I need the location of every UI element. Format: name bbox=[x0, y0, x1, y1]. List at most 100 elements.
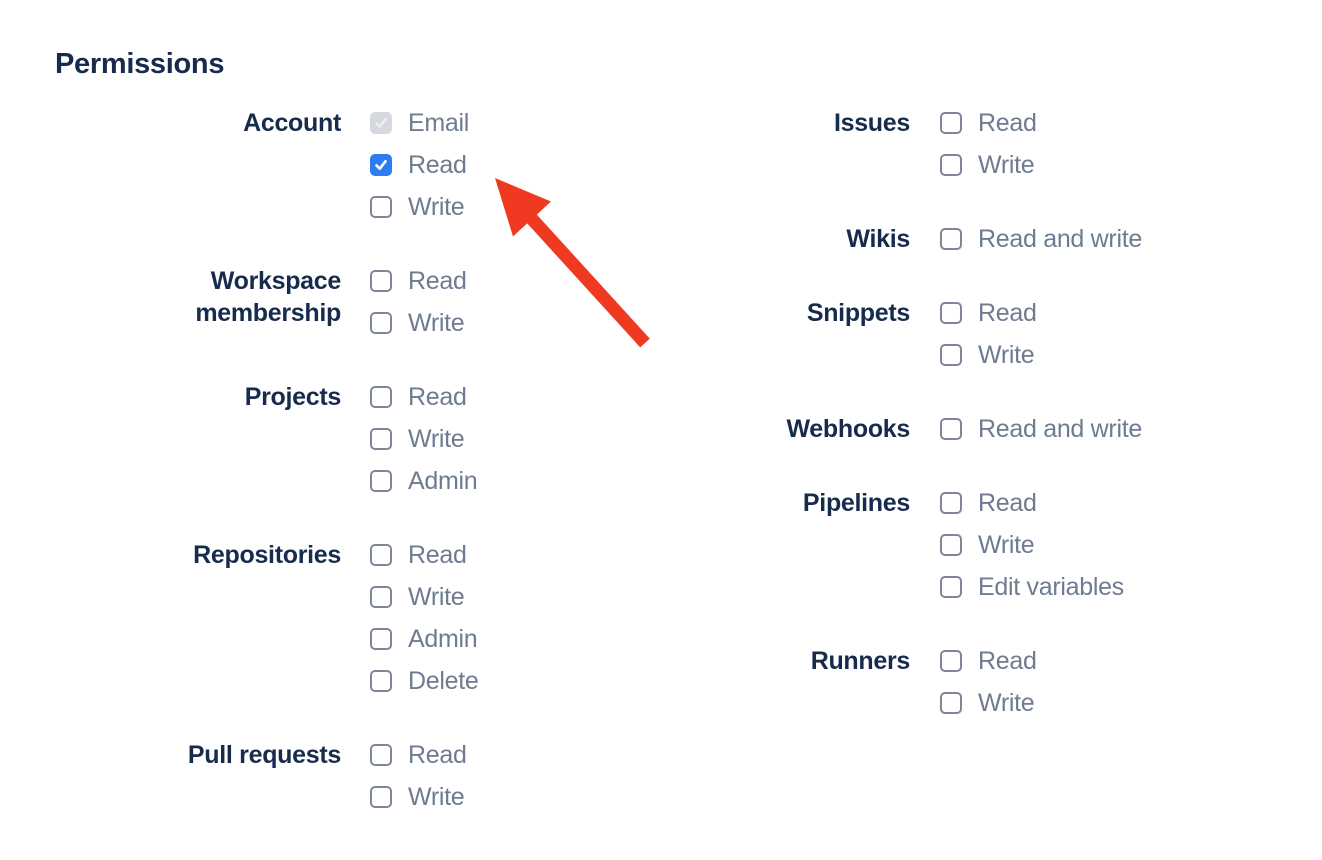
checkbox-label-admin: Admin bbox=[408, 467, 478, 495]
checkbox-issues-write[interactable] bbox=[940, 154, 962, 176]
permission-group-label-projects: Projects bbox=[244, 383, 342, 411]
checkbox-pull-requests-read[interactable] bbox=[370, 744, 392, 766]
permission-group-label-workspace-membership: Workspace membership bbox=[195, 267, 341, 327]
page-title: Permissions bbox=[55, 48, 225, 80]
permission-group-label-account: Account bbox=[243, 109, 341, 137]
checkbox-runners-read[interactable] bbox=[940, 650, 962, 672]
checkbox-label-write: Write bbox=[408, 583, 465, 611]
option-row-pull-requests-read[interactable]: Read bbox=[370, 741, 467, 769]
checkbox-label-read: Read bbox=[408, 151, 467, 179]
checkbox-label-write: Write bbox=[978, 341, 1035, 369]
checkbox-workspace-membership-read[interactable] bbox=[370, 270, 392, 292]
permission-group-wikis: Wikis Read and write bbox=[740, 225, 1142, 270]
checkbox-label-write: Write bbox=[408, 309, 465, 337]
option-row-snippets-write[interactable]: Write bbox=[940, 341, 1037, 369]
option-row-account-email: Email bbox=[370, 109, 470, 137]
permission-group-label-wikis: Wikis bbox=[846, 225, 910, 253]
checkbox-label-write: Write bbox=[978, 151, 1035, 179]
checkbox-snippets-write[interactable] bbox=[940, 344, 962, 366]
checkbox-label-email: Email bbox=[408, 109, 470, 137]
checkbox-label-read: Read bbox=[978, 299, 1037, 327]
checkbox-label-read: Read bbox=[408, 383, 467, 411]
checkbox-label-delete: Delete bbox=[408, 667, 479, 695]
option-row-workspace-membership-write[interactable]: Write bbox=[370, 309, 467, 337]
permission-options-wikis: Read and write bbox=[940, 227, 1142, 270]
checkbox-projects-write[interactable] bbox=[370, 428, 392, 450]
checkbox-repositories-delete[interactable] bbox=[370, 670, 392, 692]
permission-group-label-repositories: Repositories bbox=[193, 541, 341, 569]
checkbox-repositories-write[interactable] bbox=[370, 586, 392, 608]
permission-group-label-issues: Issues bbox=[833, 109, 910, 137]
checkbox-projects-admin[interactable] bbox=[370, 470, 392, 492]
checkbox-label-write: Write bbox=[408, 425, 465, 453]
checkbox-wikis-read-and-write[interactable] bbox=[940, 228, 962, 250]
option-row-issues-write[interactable]: Write bbox=[940, 151, 1037, 179]
option-row-projects-write[interactable]: Write bbox=[370, 425, 477, 453]
checkbox-label-write: Write bbox=[978, 531, 1035, 559]
permission-group-label-webhooks: Webhooks bbox=[786, 415, 910, 443]
option-row-account-write[interactable]: Write bbox=[370, 195, 469, 220]
option-row-projects-read[interactable]: Read bbox=[370, 383, 477, 411]
checkbox-pipelines-read[interactable] bbox=[940, 492, 962, 514]
option-row-repositories-delete[interactable]: Delete bbox=[370, 667, 479, 695]
checkbox-label-read: Read bbox=[408, 741, 467, 769]
checkbox-label-write: Write bbox=[408, 783, 465, 811]
checkbox-repositories-read[interactable] bbox=[370, 544, 392, 566]
checkbox-label-read: Read bbox=[978, 489, 1037, 517]
checkbox-runners-write[interactable] bbox=[940, 692, 962, 714]
permission-group-label-runners: Runners bbox=[810, 647, 911, 675]
option-row-workspace-membership-read[interactable]: Read bbox=[370, 269, 467, 294]
permission-group-label-pull-requests: Pull requests bbox=[187, 741, 341, 769]
checkbox-pipelines-write[interactable] bbox=[940, 534, 962, 556]
checkbox-snippets-read[interactable] bbox=[940, 302, 962, 324]
option-row-pull-requests-write[interactable]: Write bbox=[370, 783, 467, 811]
option-row-projects-admin[interactable]: Admin bbox=[370, 467, 478, 495]
option-row-runners-read[interactable]: Read bbox=[940, 647, 1037, 675]
checkbox-pull-requests-write[interactable] bbox=[370, 786, 392, 808]
option-row-wikis-read-and-write[interactable]: Read and write bbox=[940, 227, 1142, 252]
checkbox-webhooks-read-and-write[interactable] bbox=[940, 418, 962, 440]
option-row-repositories-write[interactable]: Write bbox=[370, 583, 478, 611]
option-row-issues-read[interactable]: Read bbox=[940, 111, 1037, 136]
option-row-snippets-read[interactable]: Read bbox=[940, 299, 1037, 327]
checkbox-workspace-membership-write[interactable] bbox=[370, 312, 392, 334]
option-row-runners-write[interactable]: Write bbox=[940, 691, 1037, 716]
checkbox-account-read[interactable] bbox=[370, 154, 392, 176]
checkbox-label-read: Read bbox=[978, 647, 1037, 675]
option-row-repositories-read[interactable]: Read bbox=[370, 543, 478, 568]
checkbox-pipelines-edit-variables[interactable] bbox=[940, 576, 962, 598]
option-row-pipelines-read[interactable]: Read bbox=[940, 489, 1124, 517]
checkbox-label-admin: Admin bbox=[408, 625, 478, 653]
checkbox-label-edit-variables: Edit variables bbox=[978, 573, 1124, 601]
permission-group-label-snippets: Snippets bbox=[806, 299, 910, 327]
checkbox-repositories-admin[interactable] bbox=[370, 628, 392, 650]
option-row-webhooks-read-and-write[interactable]: Read and write bbox=[940, 417, 1142, 442]
option-row-pipelines-write[interactable]: Write bbox=[940, 531, 1124, 559]
option-row-pipelines-edit-variables[interactable]: Edit variables bbox=[940, 573, 1124, 601]
option-row-repositories-admin[interactable]: Admin bbox=[370, 625, 478, 653]
permission-group-label-pipelines: Pipelines bbox=[802, 489, 910, 517]
checkbox-issues-read[interactable] bbox=[940, 112, 962, 134]
checkbox-account-email bbox=[370, 112, 392, 134]
option-row-account-read[interactable]: Read bbox=[370, 151, 469, 179]
checkbox-projects-read[interactable] bbox=[370, 386, 392, 408]
checkbox-account-write[interactable] bbox=[370, 196, 392, 218]
